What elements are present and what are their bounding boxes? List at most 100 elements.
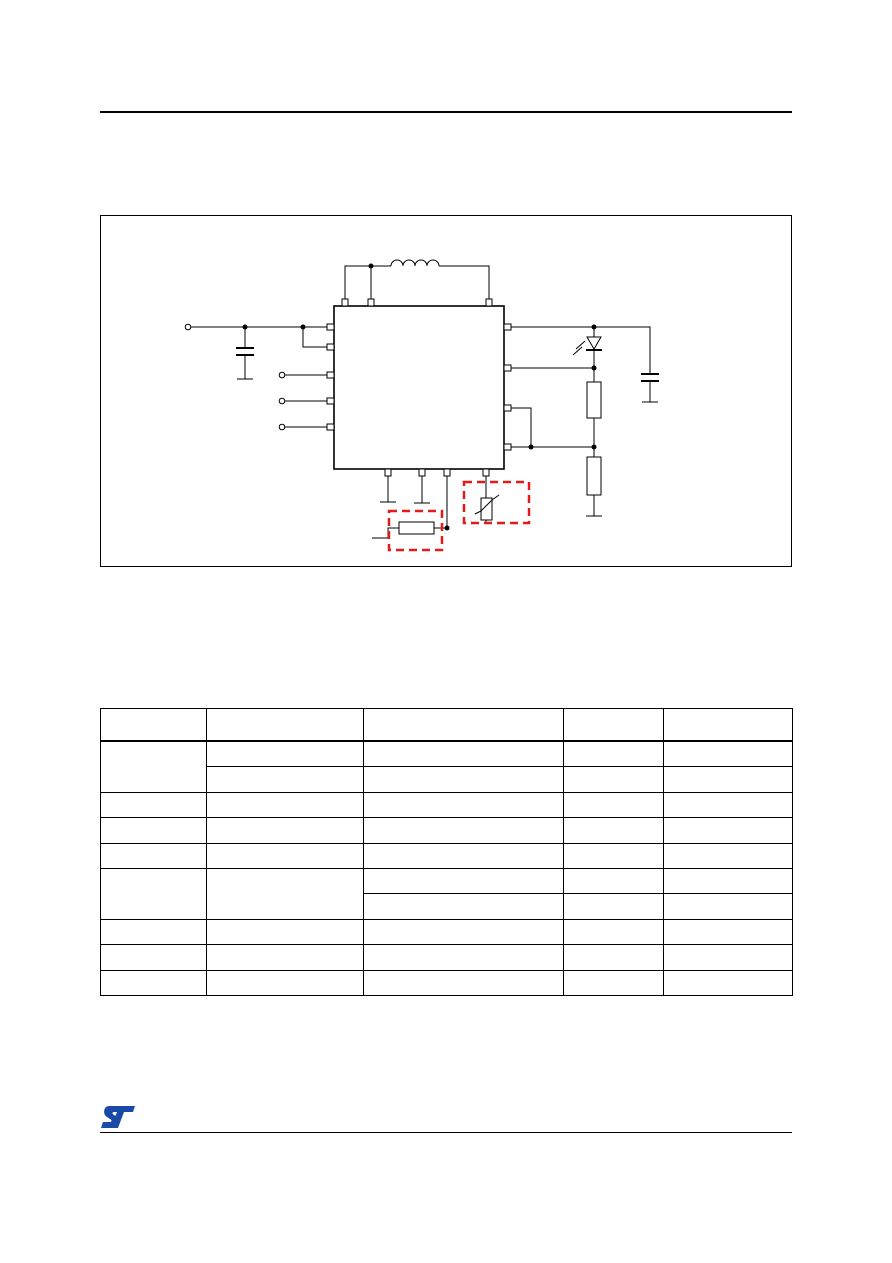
ic-pin-left-4 (326, 397, 335, 405)
table-row (101, 766, 793, 793)
control-terminal-2 (278, 397, 286, 405)
header-rule (100, 111, 792, 113)
st-logo-icon (101, 1106, 135, 1128)
application-circuit-figure (100, 215, 792, 567)
divider-resistor-top (586, 381, 602, 419)
footer-rule (100, 1132, 792, 1133)
table-cell (206, 867, 364, 920)
table-cell (100, 740, 207, 793)
input-terminal (184, 323, 192, 331)
table-cell (663, 969, 793, 997)
table-cell (663, 740, 793, 768)
table-cell (100, 867, 207, 920)
ic-pin-right-4 (503, 443, 512, 451)
ic-pin-bottom-2 (418, 468, 426, 477)
ic-pin-left-5 (326, 423, 335, 431)
ic-pin-top-2 (367, 298, 375, 307)
ic-pin-bottom-1 (384, 468, 392, 477)
table-row (100, 944, 793, 971)
divider-resistor-bottom (586, 456, 602, 496)
input-cap-ground (237, 355, 253, 380)
ic-pin-left-2 (326, 343, 335, 351)
table-cell (206, 791, 364, 819)
ic-pin-left-1 (326, 323, 335, 331)
junction-bottom-resistor (444, 525, 450, 531)
table-cell (663, 893, 793, 920)
inductor-wire-right (439, 265, 490, 299)
table-row (100, 842, 793, 869)
table-cell (563, 842, 664, 869)
table-cell (363, 893, 564, 920)
table-header-row (100, 708, 793, 742)
table-cell (100, 944, 207, 971)
table-cell (363, 867, 564, 895)
table-cell (100, 918, 207, 946)
table-cell (206, 918, 364, 946)
table-cell (363, 944, 564, 971)
table-row (100, 740, 793, 793)
application-schematic (184, 259, 659, 552)
junction-led-top (591, 324, 597, 330)
control-terminal-1 (278, 371, 286, 379)
table-header-cell (663, 708, 793, 742)
table-cell (563, 867, 664, 895)
table-cell (363, 969, 564, 997)
table-cell (663, 944, 793, 971)
table-cell (563, 817, 664, 844)
table-header-cell (100, 708, 207, 742)
table-row (100, 791, 793, 819)
highlight-box-thermistor (462, 480, 531, 525)
table-cell (100, 817, 207, 844)
st-logo (100, 1105, 136, 1129)
control-terminal-3 (278, 423, 286, 431)
vin-pin2-link (302, 327, 327, 348)
table-cell (663, 867, 793, 895)
table-cell (663, 791, 793, 819)
led-arrows (572, 340, 586, 356)
table-cell (663, 918, 793, 946)
table-row (100, 817, 793, 844)
output-cap-ground (642, 381, 658, 403)
table-cell (363, 766, 564, 793)
highlight-box-resistor (387, 509, 444, 552)
table-cell (563, 918, 664, 946)
ic-pin-top-1 (341, 298, 349, 307)
table-cell (563, 740, 664, 768)
table-header-cell (363, 708, 564, 742)
ic-pin-left-3 (326, 371, 335, 379)
table-cell (563, 791, 664, 819)
bottom-resistor-ground (372, 527, 399, 539)
ic-pin-bottom-4 (482, 468, 490, 477)
table-cell (363, 740, 564, 768)
thermistor-slash (474, 494, 500, 515)
output-line (511, 326, 651, 374)
table-cell (563, 944, 664, 971)
table-cell (206, 766, 364, 793)
table-cell (663, 842, 793, 869)
junction-fb-1 (528, 444, 534, 450)
table-cell (363, 817, 564, 844)
table-cell (206, 817, 364, 844)
table-cell (563, 766, 664, 793)
table-cell (206, 842, 364, 869)
ic-pin-right-2 (503, 364, 512, 372)
divider-ground (586, 495, 602, 517)
ic-pin-right-3 (503, 404, 512, 412)
table-cell (563, 893, 664, 920)
bottom-ground-1 (380, 476, 396, 503)
junction-input-cap (242, 324, 248, 330)
table-row (100, 918, 793, 946)
table-cell (206, 740, 364, 768)
inductor (390, 259, 440, 267)
inductor-wire-left (344, 265, 391, 299)
table-cell (100, 969, 207, 997)
led-triangle (586, 336, 602, 350)
table-cell (100, 791, 207, 819)
bottom-resistor-wire (434, 476, 448, 529)
table-cell (363, 842, 564, 869)
junction-led-bottom (591, 365, 597, 371)
table-cell (363, 918, 564, 946)
pin-right-3-wire (511, 407, 532, 447)
junction-fb-2 (591, 444, 597, 450)
table-cell (206, 944, 364, 971)
